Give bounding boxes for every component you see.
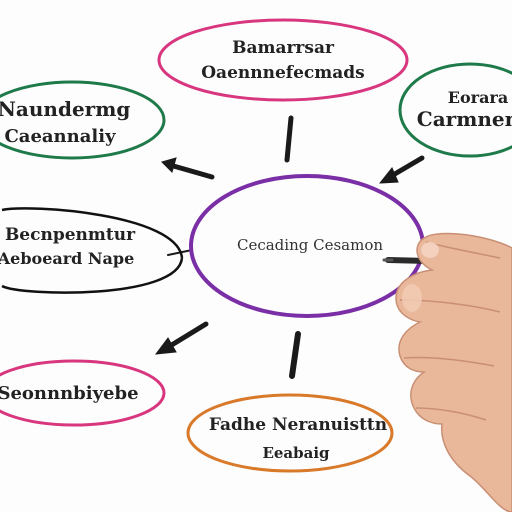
- node-top-right: Eorara Carmnen: [398, 62, 512, 158]
- arrow-to-top: [284, 115, 294, 163]
- hand-palm: [395, 232, 512, 512]
- node-bottom-right-line1: Fadhe Neranuisttn: [209, 415, 387, 435]
- arrow-to-top-left: [161, 157, 215, 180]
- node-mid-left: Becnpenmtur Aeboeard Nape: [0, 207, 184, 294]
- hand-finger-little: [415, 407, 487, 421]
- node-center-label: Cecading Cesamon: [237, 236, 383, 254]
- arrow-to-bottom-left: [154, 321, 209, 355]
- node-top-left-border: [0, 80, 166, 160]
- node-mid-left-line1: Becnpenmtur: [5, 225, 136, 245]
- node-bottom-left-line1: Seonnnbiyebe: [0, 383, 139, 404]
- node-mid-left-line2: Aeboeard Nape: [0, 249, 134, 268]
- node-bottom-left-border: [0, 359, 166, 427]
- node-center: Cecading Cesamon: [189, 174, 425, 318]
- arrow-to-bottom: [289, 331, 301, 379]
- hand-illustration: [382, 232, 512, 512]
- hand-thumbnail: [421, 242, 439, 258]
- node-top-right-border: [398, 62, 512, 158]
- node-top: Bamarrsar Oaennnefecmads: [157, 18, 409, 102]
- node-top-left-line1: Naundermg: [0, 97, 130, 121]
- node-top-right-line1: Eorara: [448, 88, 508, 107]
- node-bottom-left: Seonnnbiyebe: [0, 359, 166, 427]
- node-bottom-right: Fadhe Neranuisttn Eeabaig: [186, 393, 394, 473]
- node-mid-left-border: [1, 207, 184, 294]
- node-top-left: Naundermg Caeannaliy: [0, 80, 166, 160]
- hand-finger-ring: [403, 356, 495, 367]
- node-bottom-right-line2: Eeabaig: [262, 444, 330, 462]
- node-top-left-line2: Caeannaliy: [4, 126, 116, 147]
- connector-arrows: [154, 115, 425, 379]
- arrow-to-top-right: [378, 155, 425, 184]
- node-top-right-line2: Carmnen: [417, 107, 512, 131]
- node-top-line2: Oaennnefecmads: [201, 63, 364, 83]
- node-bottom-right-border: [186, 393, 394, 473]
- node-top-line1: Bamarrsar: [232, 38, 335, 58]
- node-top-border: [157, 18, 409, 102]
- hand-knuckle: [402, 284, 422, 312]
